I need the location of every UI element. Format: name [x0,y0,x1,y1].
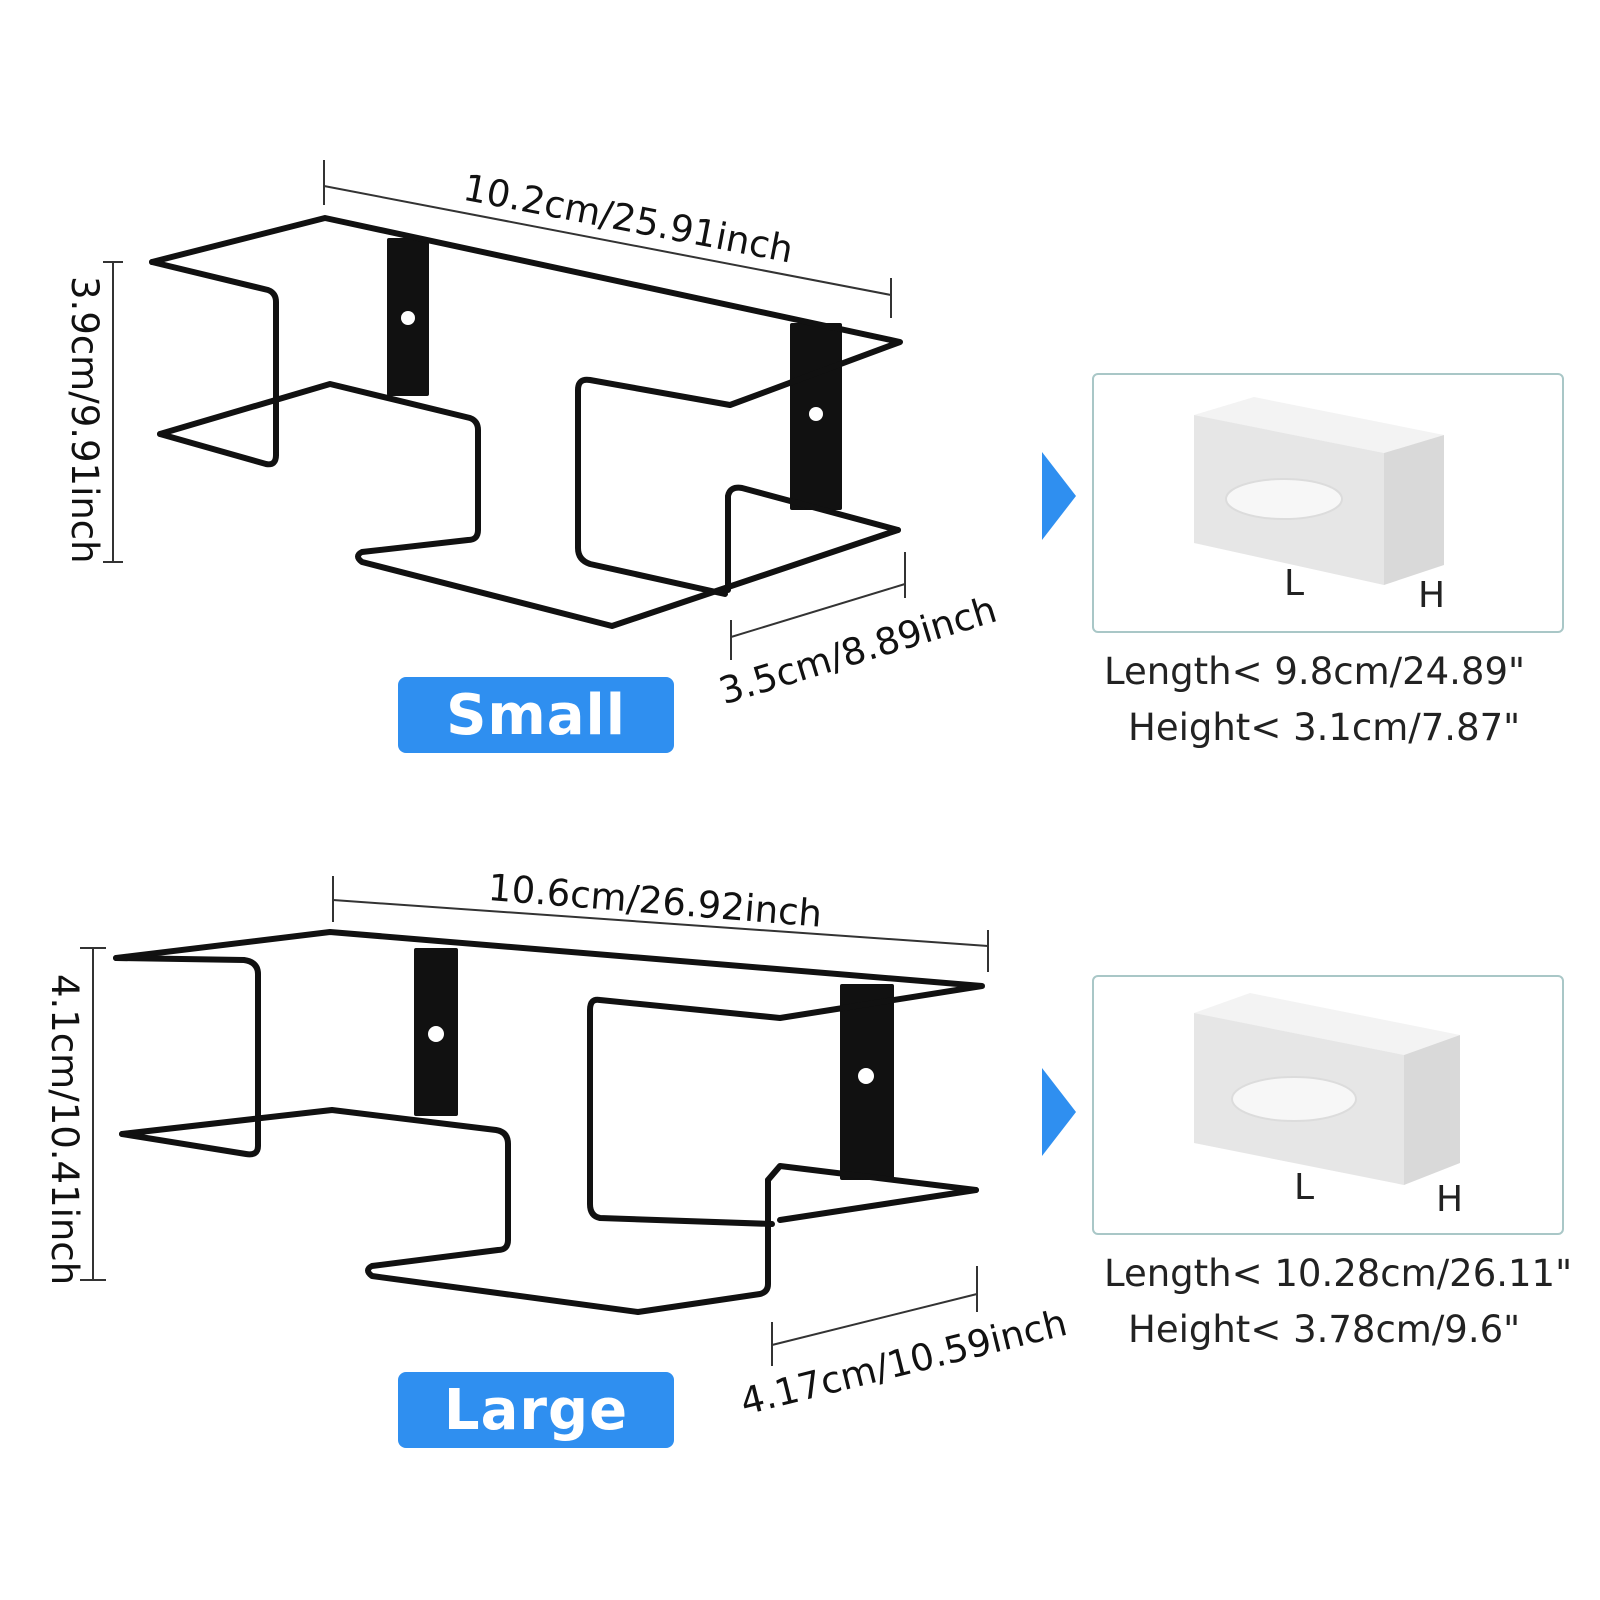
tissue-box-icon [1194,993,1460,1185]
tissue-box-icon [1194,397,1444,585]
small-box-length-letter: L [1284,563,1305,604]
large-box-height-letter: H [1436,1179,1464,1220]
small-length-label: Length [1104,650,1232,693]
small-length-value: < 9.8cm/24.89" [1231,650,1526,693]
large-tissue-box-panel: L H [1092,975,1564,1235]
large-length-spec: Length< 10.28cm/26.11" [1104,1252,1572,1295]
large-length-label: Length [1104,1252,1232,1295]
large-height-spec: Height< 3.78cm/9.6" [1128,1308,1520,1351]
small-size-badge: Small [398,677,674,753]
small-height-value: < 3.1cm/7.87" [1250,706,1521,749]
small-box-height-letter: H [1418,575,1446,616]
arrow-right-icon [1042,1068,1076,1156]
arrow-right-icon [1042,452,1076,540]
small-height-spec: Height< 3.1cm/7.87" [1128,706,1520,749]
large-height-dimension: 4.1cm/10.41inch [43,974,86,1286]
large-height-value: < 3.78cm/9.6" [1250,1308,1521,1351]
large-size-badge: Large [398,1372,674,1448]
small-height-label: Height [1128,706,1251,749]
small-tissue-box-panel: L H [1092,373,1564,633]
small-length-spec: Length< 9.8cm/24.89" [1104,650,1525,693]
large-length-value: < 10.28cm/26.11" [1231,1252,1573,1295]
large-box-length-letter: L [1294,1167,1315,1208]
large-height-label: Height [1128,1308,1251,1351]
